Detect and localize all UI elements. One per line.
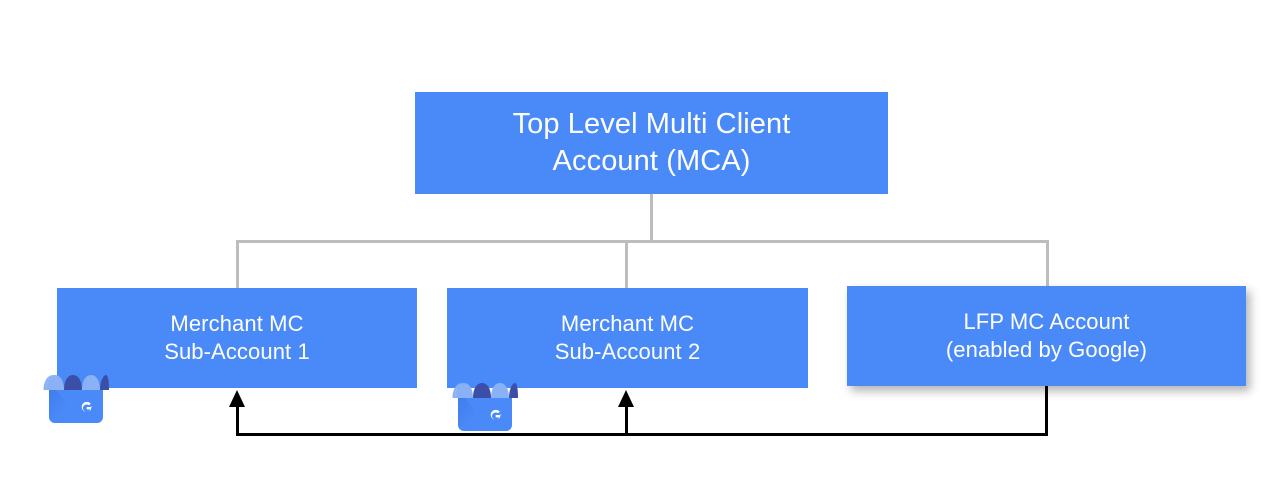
connector-drop-to-lfp	[1046, 240, 1049, 287]
node-merchant-mc-sub-account-2-line1: Merchant MC	[560, 310, 695, 336]
node-top-level-mca-line1: Top Level Multi Client	[512, 107, 791, 140]
node-lfp-mc-account-line1: LFP MC Account	[963, 308, 1130, 334]
node-merchant-mc-sub-account-2[interactable]: Merchant MC Sub-Account 2	[447, 288, 808, 388]
connector-drop-to-sub2	[625, 240, 628, 289]
node-merchant-mc-sub-account-1-line1: Merchant MC	[170, 310, 304, 336]
node-top-level-mca-line2: Account (MCA)	[552, 145, 751, 177]
node-merchant-mc-sub-account-1[interactable]: Merchant MC Sub-Account 1	[57, 288, 417, 388]
connector-drop-to-sub1	[236, 240, 239, 289]
flow-horizontal-bus	[236, 433, 1048, 436]
google-my-business-storefront-icon	[43, 375, 109, 423]
node-top-level-mca[interactable]: Top Level Multi Client Account (MCA)	[415, 92, 888, 194]
node-lfp-mc-account-line2: (enabled by Google)	[945, 337, 1148, 362]
connector-mca-trunk	[650, 194, 653, 243]
connector-horizontal-bus	[236, 240, 1049, 243]
google-my-business-storefront-icon	[452, 383, 518, 431]
node-merchant-mc-sub-account-2-line2: Sub-Account 2	[554, 339, 701, 364]
flow-riser-from-lfp	[1045, 386, 1048, 434]
flow-stem-to-sub1	[236, 404, 239, 434]
arrowhead-into-sub1-icon	[229, 390, 245, 407]
flow-stem-to-sub2	[625, 404, 628, 434]
node-merchant-mc-sub-account-1-line2: Sub-Account 1	[164, 339, 310, 364]
arrowhead-into-sub2-icon	[618, 390, 634, 407]
node-lfp-mc-account[interactable]: LFP MC Account (enabled by Google)	[847, 286, 1246, 386]
